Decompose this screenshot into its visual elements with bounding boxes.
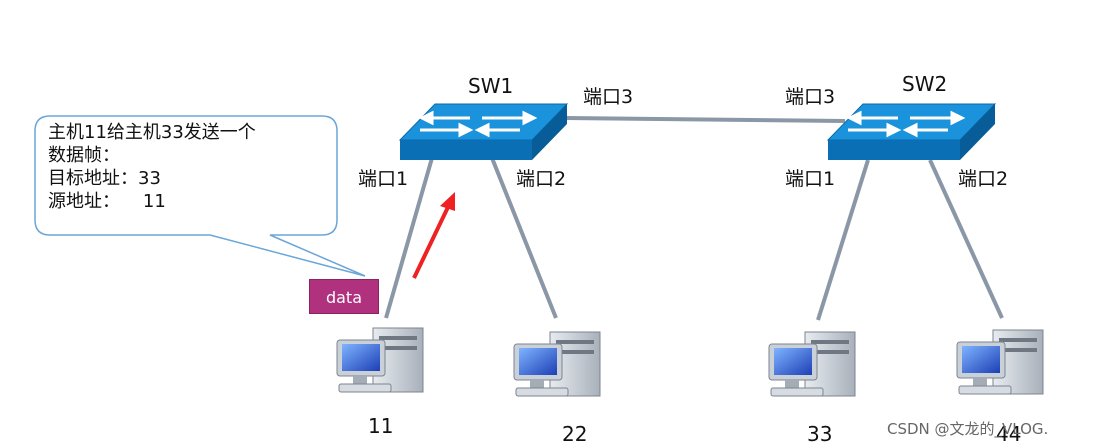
callout-line: 数据帧：	[48, 145, 120, 166]
sw2-port2-label: 端口2	[958, 168, 1009, 190]
sw1-label: SW1	[468, 74, 514, 98]
cable-sw1-host11	[384, 157, 434, 319]
frame-direction-arrow-icon	[412, 192, 455, 279]
data-frame-tag: data	[309, 279, 379, 314]
switch-sw2-icon	[826, 103, 997, 160]
callout-text: 主机11给主机33发送一个 数据帧： 目标地址：33 源地址： 11	[48, 121, 256, 213]
callout-line: 目标地址：33	[48, 168, 161, 189]
callout-line: 主机11给主机33发送一个	[48, 122, 256, 143]
sw2-label: SW2	[902, 72, 948, 96]
host-44-computer-icon	[956, 329, 1044, 395]
host-22-label: 22	[562, 422, 588, 446]
sw1-port2-label: 端口2	[516, 168, 567, 190]
sw1-port3-label: 端口3	[583, 86, 634, 108]
host-33-label: 33	[807, 422, 833, 446]
callout-line: 源地址： 11	[48, 191, 166, 212]
host-33-computer-icon	[768, 331, 856, 397]
sw2-port3-label: 端口3	[785, 86, 836, 108]
watermark: CSDN @文龙的_VLOG.	[887, 420, 1049, 438]
host-44-label: 44	[996, 422, 1022, 446]
switch-sw1-icon	[398, 103, 569, 160]
cable-sw1-host22	[490, 157, 558, 319]
sw2-port1-label: 端口1	[785, 168, 836, 190]
trunk-cable	[564, 116, 846, 123]
cable-sw2-host33	[816, 159, 870, 321]
host-22-computer-icon	[513, 331, 601, 397]
host-11-label: 11	[368, 414, 394, 438]
host-11-computer-icon	[336, 327, 424, 393]
sw1-port1-label: 端口1	[358, 168, 409, 190]
callout-bubble	[34, 115, 366, 277]
cable-sw2-host44	[928, 159, 1004, 319]
